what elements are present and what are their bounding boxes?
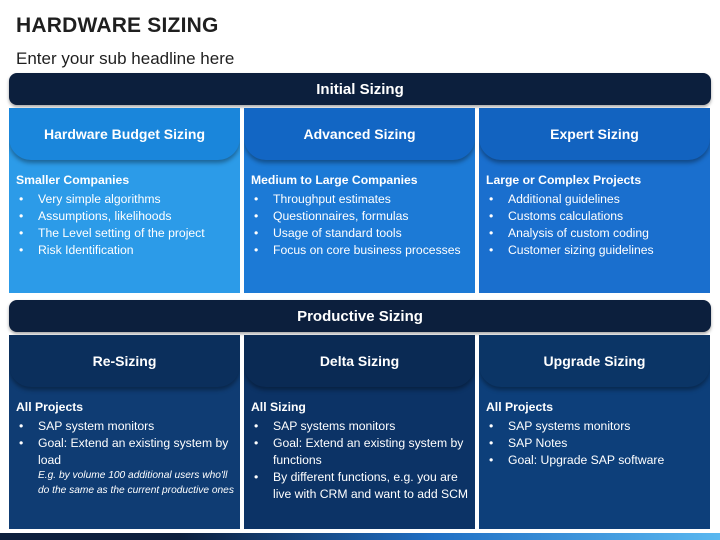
panel-lead: All Projects: [486, 400, 554, 414]
panel-expert-sizing: Expert Sizing Large or Complex Projects …: [479, 108, 710, 293]
panel-delta-sizing: Delta Sizing All Sizing SAP systems moni…: [244, 335, 475, 529]
panel-lead: Medium to Large Companies: [251, 173, 418, 187]
tab-hardware-budget-sizing: Hardware Budget Sizing: [9, 108, 240, 160]
bullet-list: SAP system monitors Goal: Extend an exis…: [16, 418, 234, 469]
list-item: Risk Identification: [16, 242, 234, 259]
tab-expert-sizing: Expert Sizing: [479, 108, 710, 160]
footer-accent-bar: [0, 533, 720, 540]
tab-re-sizing: Re-Sizing: [9, 335, 240, 387]
tab-delta-sizing: Delta Sizing: [244, 335, 475, 387]
panel-content: Medium to Large Companies Throughput est…: [251, 172, 469, 259]
panel-content: All Projects SAP systems monitors SAP No…: [486, 399, 704, 469]
panel-re-sizing: Re-Sizing All Projects SAP system monito…: [9, 335, 240, 529]
tab-advanced-sizing: Advanced Sizing: [244, 108, 475, 160]
bullet-list: SAP systems monitors SAP Notes Goal: Upg…: [486, 418, 704, 469]
list-item: Goal: Extend an existing system by load: [16, 435, 234, 469]
list-item: Additional guidelines: [486, 191, 704, 208]
section-heading-productive-sizing: Productive Sizing: [9, 300, 711, 332]
panel-lead: Smaller Companies: [16, 173, 130, 187]
list-item: SAP systems monitors: [251, 418, 469, 435]
panel-content: All Projects SAP system monitors Goal: E…: [16, 399, 234, 498]
list-item: Focus on core business processes: [251, 242, 469, 259]
section-heading-initial-sizing: Initial Sizing: [9, 73, 711, 105]
list-item: SAP system monitors: [16, 418, 234, 435]
list-item: Throughput estimates: [251, 191, 469, 208]
bullet-list: Throughput estimates Questionnaires, for…: [251, 191, 469, 259]
list-item: The Level setting of the project: [16, 225, 234, 242]
list-item: Goal: Upgrade SAP software: [486, 452, 704, 469]
panel-lead: Large or Complex Projects: [486, 173, 642, 187]
bullet-list: SAP systems monitors Goal: Extend an exi…: [251, 418, 469, 503]
panel-lead: All Sizing: [251, 400, 306, 414]
panel-content: Smaller Companies Very simple algorithms…: [16, 172, 234, 259]
list-item: Goal: Extend an existing system by funct…: [251, 435, 469, 469]
list-item: Customs calculations: [486, 208, 704, 225]
panel-content: Large or Complex Projects Additional gui…: [486, 172, 704, 259]
list-item: Questionnaires, formulas: [251, 208, 469, 225]
list-item: By different functions, e.g. you are liv…: [251, 469, 469, 503]
page-subtitle: Enter your sub headline here: [16, 49, 235, 68]
tab-upgrade-sizing: Upgrade Sizing: [479, 335, 710, 387]
panel-upgrade-sizing: Upgrade Sizing All Projects SAP systems …: [479, 335, 710, 529]
list-item: Very simple algorithms: [16, 191, 234, 208]
list-item: Assumptions, likelihoods: [16, 208, 234, 225]
page-title: HARDWARE SIZING: [16, 14, 219, 37]
list-item: Usage of standard tools: [251, 225, 469, 242]
list-item: Analysis of custom coding: [486, 225, 704, 242]
panel-hardware-budget-sizing: Hardware Budget Sizing Smaller Companies…: [9, 108, 240, 293]
bullet-list: Additional guidelines Customs calculatio…: [486, 191, 704, 259]
list-item: SAP systems monitors: [486, 418, 704, 435]
bullet-list: Very simple algorithms Assumptions, like…: [16, 191, 234, 259]
example-note: E.g. by volume 100 additional users who'…: [38, 470, 234, 496]
panel-advanced-sizing: Advanced Sizing Medium to Large Companie…: [244, 108, 475, 293]
list-item: SAP Notes: [486, 435, 704, 452]
panel-content: All Sizing SAP systems monitors Goal: Ex…: [251, 399, 469, 503]
panel-lead: All Projects: [16, 400, 84, 414]
list-item: Customer sizing guidelines: [486, 242, 704, 259]
